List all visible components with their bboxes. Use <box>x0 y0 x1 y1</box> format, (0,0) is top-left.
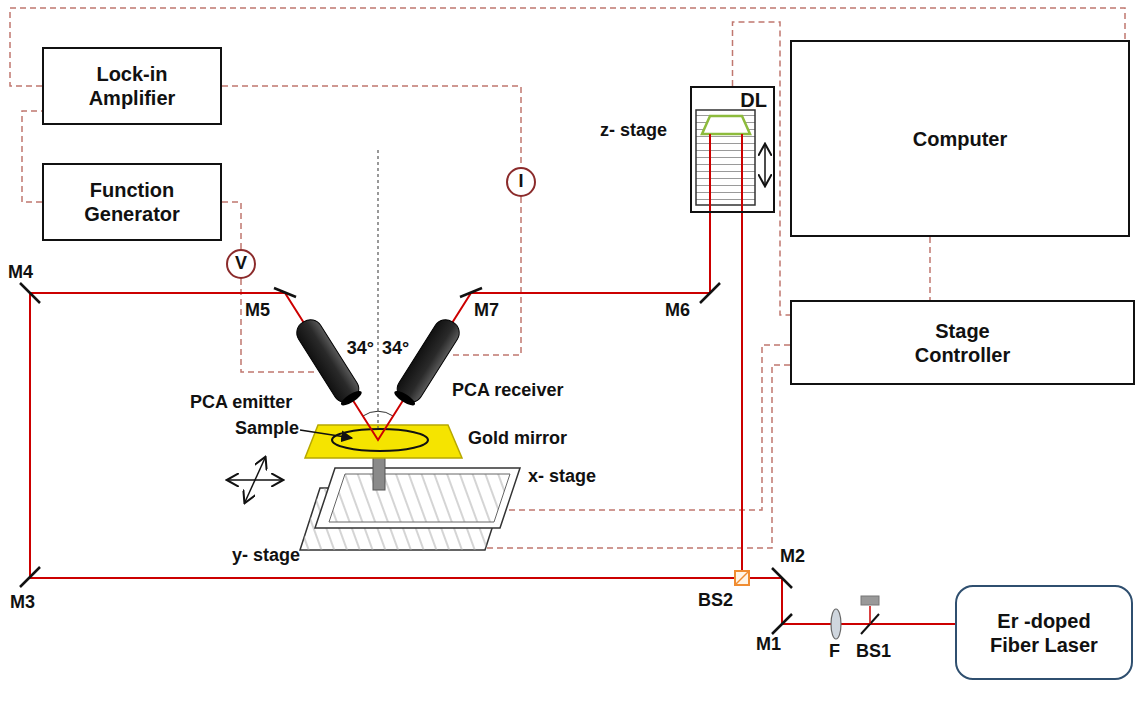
leader-line <box>300 430 352 438</box>
controller-box: Stage Controller <box>790 300 1135 385</box>
xy-arrows <box>228 458 282 502</box>
part-label: BS1 <box>856 641 891 663</box>
signal-wire <box>929 237 931 300</box>
part-label: PCA receiver <box>452 380 563 402</box>
xy-stage <box>300 452 520 550</box>
part-label: x- stage <box>528 466 596 488</box>
part-label: M7 <box>474 300 499 322</box>
part-label: BS2 <box>698 590 733 612</box>
delay-line <box>696 110 765 205</box>
node-text: DL <box>740 88 767 112</box>
voltage-meter: V <box>226 249 256 279</box>
beam-splitter <box>735 571 749 585</box>
beam-dump <box>861 596 879 605</box>
node-text: Lock-in Amplifier <box>57 62 207 110</box>
computer-box: Computer <box>790 40 1130 237</box>
lens <box>831 609 841 639</box>
part-label: 34° <box>382 338 409 360</box>
mirror <box>20 283 792 634</box>
part-label: M2 <box>780 546 805 568</box>
part-label: F <box>829 641 840 663</box>
delay-line-stage: DL <box>690 86 775 213</box>
part-label: z- stage <box>600 120 667 142</box>
beam-splitter <box>735 571 749 585</box>
signal-wire <box>222 86 521 167</box>
part-label: M4 <box>8 262 33 284</box>
current-meter: I <box>506 167 536 197</box>
node-text: Er -doped Fiber Laser <box>979 609 1109 657</box>
signal-wire <box>733 22 791 315</box>
part-label: M1 <box>756 634 781 656</box>
laser-beam <box>30 134 955 624</box>
part-label: PCA emitter <box>190 392 292 414</box>
node-text: Stage Controller <box>888 319 1038 367</box>
part-label: M3 <box>10 592 35 614</box>
part-label: Sample <box>235 418 299 440</box>
meter-symbol: I <box>518 171 523 193</box>
part-label: M5 <box>245 300 270 322</box>
node-text: Function Generator <box>57 178 207 226</box>
part-label: M6 <box>665 300 690 322</box>
sample <box>332 429 428 451</box>
angle-arc <box>363 411 393 416</box>
part-label: Gold mirror <box>468 428 567 450</box>
surface-normal <box>377 150 378 428</box>
pca-emitter <box>292 315 364 408</box>
laser-beam <box>869 606 871 624</box>
signal-wire <box>10 8 1125 86</box>
instrument-box: Function Generator <box>42 163 222 241</box>
instrument-box: Lock-in Amplifier <box>42 47 222 125</box>
node-text: Computer <box>913 127 1007 151</box>
pca-receiver <box>392 315 464 408</box>
laser-box: Er -doped Fiber Laser <box>955 585 1133 680</box>
signal-wire <box>222 202 241 249</box>
part-label: 34° <box>347 338 374 360</box>
meter-symbol: V <box>235 253 247 275</box>
part-label: y- stage <box>232 545 300 567</box>
signal-wire <box>22 111 42 202</box>
